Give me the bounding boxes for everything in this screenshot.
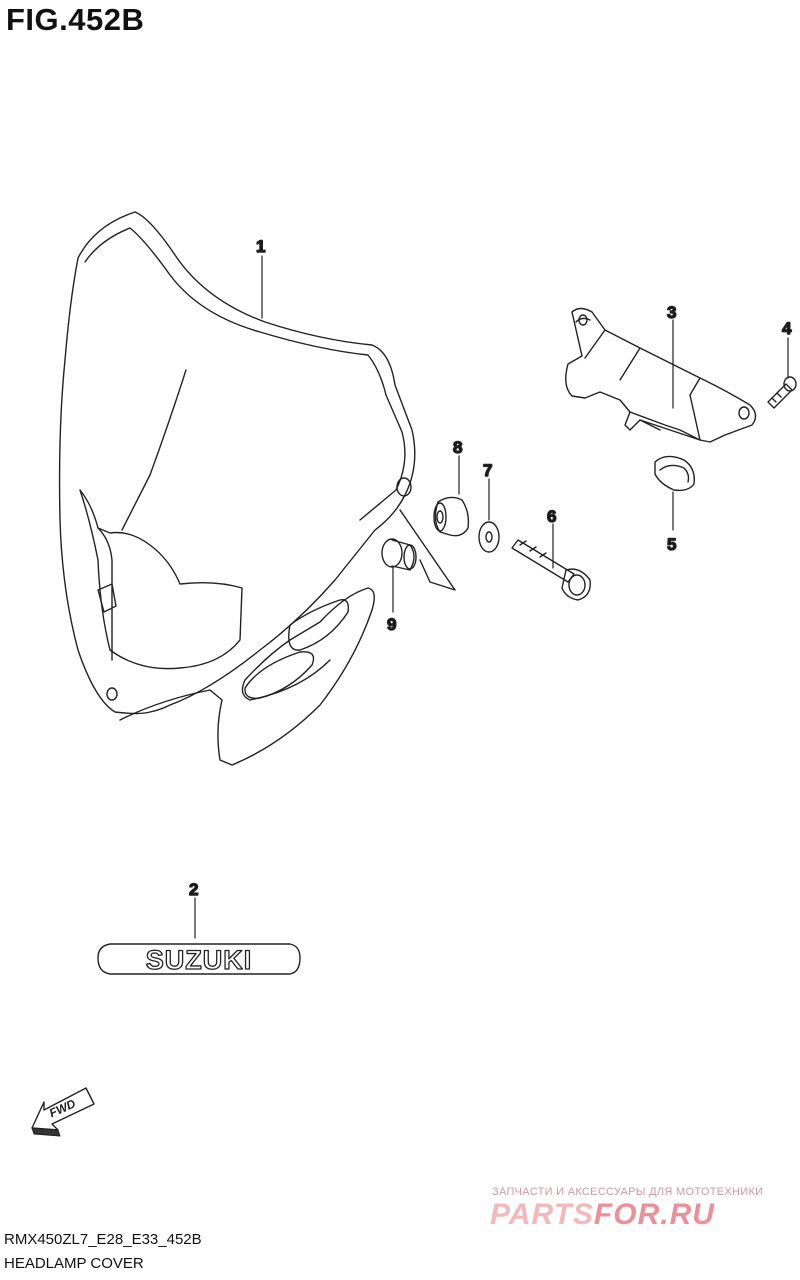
callout-4: 4 bbox=[782, 319, 792, 338]
headlamp-cover-part[interactable] bbox=[58, 211, 456, 766]
suzuki-emblem-text: SUZUKI bbox=[146, 945, 253, 975]
bolt-part[interactable] bbox=[511, 539, 591, 601]
callout-6: 6 bbox=[547, 507, 556, 526]
washer-part[interactable] bbox=[478, 521, 500, 553]
callout-2: 2 bbox=[189, 880, 198, 899]
callout-3: 3 bbox=[667, 303, 676, 322]
callout-7: 7 bbox=[483, 461, 492, 480]
figure-title: FIG.452B bbox=[6, 2, 145, 37]
watermark-logo-main: PARTS bbox=[490, 1198, 594, 1231]
callout-1: 1 bbox=[256, 237, 265, 256]
watermark-logo: PARTSFOR.RU bbox=[490, 1198, 715, 1232]
callout-9: 9 bbox=[387, 615, 396, 634]
suzuki-emblem-part[interactable]: SUZUKI bbox=[97, 943, 301, 976]
figure-name: HEADLAMP COVER bbox=[4, 1255, 144, 1272]
bracket-part[interactable] bbox=[565, 307, 757, 443]
leader-lines bbox=[194, 255, 789, 939]
figure-code: RMX450ZL7_E28_E33_452B bbox=[4, 1231, 202, 1248]
watermark-logo-accent: FOR.RU bbox=[593, 1198, 715, 1231]
screw-part[interactable] bbox=[767, 376, 797, 409]
fwd-arrow-icon: FWD bbox=[31, 1087, 95, 1137]
rubber-grommet-part[interactable] bbox=[654, 455, 695, 492]
watermark-caption: ЗАПЧАСТИ И АКСЕССУАРЫ ДЛЯ МОТОТЕХНИКИ bbox=[492, 1186, 764, 1198]
callout-5: 5 bbox=[667, 535, 676, 554]
callout-8: 8 bbox=[453, 438, 462, 457]
collar-part[interactable] bbox=[381, 538, 417, 571]
grommet-part[interactable] bbox=[433, 496, 470, 537]
